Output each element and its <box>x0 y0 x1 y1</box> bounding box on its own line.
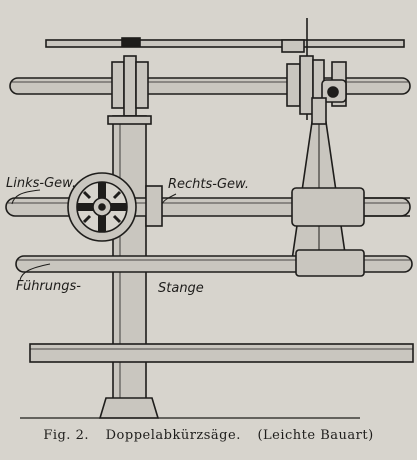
top-rail <box>45 18 405 120</box>
label-stange: Stange <box>158 281 204 296</box>
label-links-gew: Links-Gew. <box>6 176 76 191</box>
upper-pulley-cluster <box>286 55 347 115</box>
leader-lines <box>11 189 177 281</box>
bottom-bar <box>29 343 414 363</box>
figure-number: Fig. 2. <box>43 428 89 443</box>
guide-rod <box>15 249 413 277</box>
handwheel <box>67 172 137 242</box>
figure-title: Doppelabkürzsäge. <box>105 428 241 443</box>
saw-carriage <box>291 97 410 261</box>
machine-drawing: Links-Gew. Rechts-Gew. Führungs- Stange <box>5 18 414 419</box>
label-fuehrungs: Führungs- <box>16 279 81 294</box>
figure-note: (Leichte Bauart) <box>257 428 374 443</box>
figure-caption: Fig. 2. Doppelabkürzsäge. (Leichte Bauar… <box>0 428 417 443</box>
label-rechts-gew: Rechts-Gew. <box>168 177 249 192</box>
upper-shaft <box>9 55 411 117</box>
